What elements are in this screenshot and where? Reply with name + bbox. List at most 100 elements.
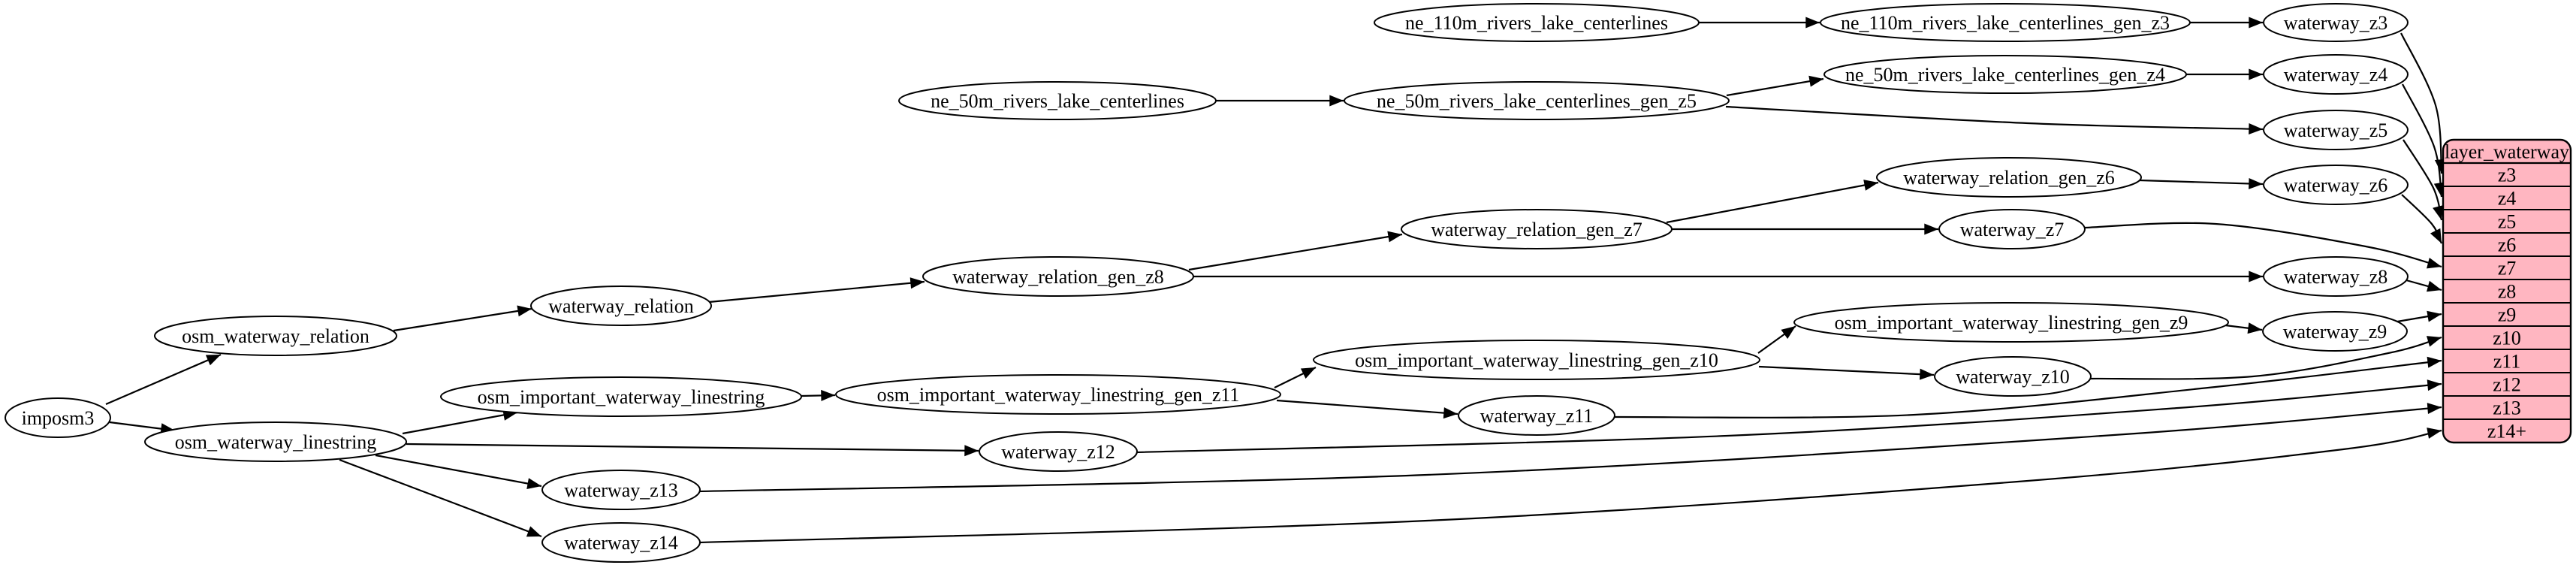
node-label-ne_110m_rivers_lake_centerlines_gen_z3: ne_110m_rivers_lake_centerlines_gen_z3 [1841,12,2170,34]
node-waterway_z9: waterway_z9 [2262,311,2408,352]
node-ellipse-waterway_z5 [2263,110,2409,150]
node-ellipse-osm_waterway_linestring [144,421,407,462]
table-row-z13: z13 [2493,397,2521,419]
table-row-z7: z7 [2498,258,2517,279]
node-osm_important_waterway_linestring: osm_important_waterway_linestring [440,376,802,417]
node-osm_important_waterway_linestring_gen_z9: osm_important_waterway_linestring_gen_z9 [1793,302,2229,343]
node-ellipse-waterway_z9 [2262,311,2408,352]
edge-waterway_z11-to-layer_waterway-z11 [1613,356,2442,418]
node-ellipse-waterway_z13 [541,470,701,510]
node-ellipse-waterway_z4 [2263,54,2409,95]
node-ellipse-ne_110m_rivers_lake_centerlines [1374,3,1700,42]
node-label-waterway_relation_gen_z8: waterway_relation_gen_z8 [952,266,1164,288]
table-layer: layer_waterwayz3z4z5z6z7z8z9z10z11z12z13… [2442,138,2572,444]
edge-osm_important_waterway_linestring_gen_z9-to-waterway_z9 [2225,322,2263,334]
node-label-osm_waterway_linestring: osm_waterway_linestring [175,431,377,453]
node-ellipse-waterway_relation_gen_z8 [922,256,1194,297]
node-label-waterway_relation_gen_z7: waterway_relation_gen_z7 [1431,219,1642,240]
edge-waterway_relation_gen_z6-to-waterway_z6 [2139,177,2264,189]
node-label-waterway_z4: waterway_z4 [2284,64,2388,86]
node-waterway_z14: waterway_z14 [541,522,701,563]
table-row-z9: z9 [2498,304,2517,326]
node-label-waterway_relation: waterway_relation [548,295,693,317]
node-waterway_z12: waterway_z12 [979,431,1138,472]
node-label-waterway_z11: waterway_z11 [1480,405,1594,427]
table-row-z3: z3 [2498,165,2517,186]
edge-waterway_z7-to-layer_waterway-z7 [2083,222,2442,269]
table-row-z10: z10 [2493,328,2521,349]
node-ne_50m_rivers_lake_centerlines_gen_z5: ne_50m_rivers_lake_centerlines_gen_z5 [1344,81,1730,120]
node-label-osm_important_waterway_linestring_gen_z10: osm_important_waterway_linestring_gen_z1… [1355,349,1718,371]
edges-layer [105,17,2446,544]
edge-waterway_relation-to-waterway_relation_gen_z8 [708,277,925,304]
node-label-osm_important_waterway_linestring: osm_important_waterway_linestring [478,386,765,408]
node-ellipse-waterway_z10 [1934,356,2092,397]
node-waterway_z5: waterway_z5 [2263,110,2409,150]
node-label-osm_waterway_relation: osm_waterway_relation [182,325,370,347]
node-waterway_z11: waterway_z11 [1458,395,1615,436]
node-ellipse-waterway_relation_gen_z6 [1876,157,2142,198]
node-ne_110m_rivers_lake_centerlines: ne_110m_rivers_lake_centerlines [1374,3,1700,42]
node-ne_50m_rivers_lake_centerlines_gen_z4: ne_50m_rivers_lake_centerlines_gen_z4 [1823,55,2187,94]
edge-osm_waterway_linestring-to-osm_important_waterway_linestring [402,409,518,435]
node-label-waterway_z12: waterway_z12 [1001,441,1115,463]
node-waterway_relation_gen_z7: waterway_relation_gen_z7 [1401,209,1673,249]
edge-ne_50m_rivers_lake_centerlines_gen_z5-to-ne_50m_rivers_lake_centerlines_gen_z4 [1726,75,1824,97]
node-imposm3: imposm3 [5,397,111,438]
node-ellipse-osm_important_waterway_linestring_gen_z10 [1313,340,1760,380]
node-ellipse-ne_50m_rivers_lake_centerlines [898,81,1217,120]
edge-osm_important_waterway_linestring_gen_z10-to-waterway_z10 [1758,365,1935,380]
node-ellipse-ne_110m_rivers_lake_centerlines_gen_z3 [1820,3,2191,42]
edge-waterway_z3-to-layer_waterway-z3 [2400,32,2446,174]
node-osm_waterway_relation: osm_waterway_relation [154,316,397,356]
node-label-imposm3: imposm3 [22,407,95,429]
node-ellipse-waterway_relation [530,286,712,326]
node-waterway_z10: waterway_z10 [1934,356,2092,397]
node-label-waterway_z9: waterway_z9 [2283,321,2387,343]
edge-imposm3-to-osm_waterway_linestring [109,421,176,435]
edge-waterway_relation_gen_z7-to-waterway_relation_gen_z6 [1666,180,1879,224]
node-ne_50m_rivers_lake_centerlines: ne_50m_rivers_lake_centerlines [898,81,1217,120]
node-ellipse-waterway_z14 [541,522,701,563]
node-osm_important_waterway_linestring_gen_z11: osm_important_waterway_linestring_gen_z1… [835,374,1281,415]
node-waterway_z13: waterway_z13 [541,470,701,510]
node-ellipse-waterway_z8 [2263,256,2409,297]
node-label-waterway_z7: waterway_z7 [1960,219,2065,240]
node-label-waterway_z10: waterway_z10 [1956,366,2070,388]
node-label-waterway_z5: waterway_z5 [2284,119,2388,141]
node-label-ne_50m_rivers_lake_centerlines_gen_z5: ne_50m_rivers_lake_centerlines_gen_z5 [1377,90,1697,112]
node-ellipse-waterway_z7 [1938,209,2086,249]
node-ellipse-waterway_z3 [2263,3,2409,42]
node-ellipse-waterway_z6 [2263,165,2409,205]
edge-waterway_z14-to-layer_waterway-z14+ [698,428,2442,544]
node-waterway_z6: waterway_z6 [2263,165,2409,205]
node-label-ne_110m_rivers_lake_centerlines: ne_110m_rivers_lake_centerlines [1405,12,1668,34]
node-waterway_z7: waterway_z7 [1938,209,2086,249]
node-label-waterway_z8: waterway_z8 [2284,266,2388,288]
node-ellipse-ne_50m_rivers_lake_centerlines_gen_z4 [1823,55,2187,94]
node-ellipse-osm_waterway_relation [154,316,397,356]
node-waterway_relation: waterway_relation [530,286,712,326]
table-row-z12: z12 [2493,374,2521,396]
node-waterway_relation_gen_z8: waterway_relation_gen_z8 [922,256,1194,297]
node-waterway_z8: waterway_z8 [2263,256,2409,297]
node-ellipse-imposm3 [5,397,111,438]
table-row-z11: z11 [2493,351,2521,373]
edge-waterway_relation_gen_z8-to-waterway_relation_gen_z7 [1188,231,1403,271]
node-ellipse-waterway_z12 [979,431,1138,472]
node-label-waterway_z6: waterway_z6 [2284,174,2388,196]
edge-osm_important_waterway_linestring_gen_z11-to-osm_important_waterway_linestring_gen_z10 [1274,367,1317,388]
edge-osm_important_waterway_linestring_gen_z10-to-osm_important_waterway_linestring_gen_z9 [1757,325,1796,354]
table-row-z5: z5 [2498,211,2517,233]
edge-waterway_z5-to-layer_waterway-z5 [2403,139,2444,221]
table-row-z4: z4 [2498,188,2517,210]
node-label-ne_50m_rivers_lake_centerlines_gen_z4: ne_50m_rivers_lake_centerlines_gen_z4 [1845,64,2165,86]
node-label-waterway_relation_gen_z6: waterway_relation_gen_z6 [1903,167,2115,189]
node-ellipse-waterway_z11 [1458,395,1615,436]
node-waterway_relation_gen_z6: waterway_relation_gen_z6 [1876,157,2142,198]
nodes-layer: imposm3 osm_waterway_relation osm_waterway… [5,3,2409,563]
node-label-ne_50m_rivers_lake_centerlines: ne_50m_rivers_lake_centerlines [931,90,1184,112]
edge-waterway_z13-to-layer_waterway-z13 [698,403,2442,493]
edge-imposm3-to-osm_waterway_relation [105,353,222,406]
